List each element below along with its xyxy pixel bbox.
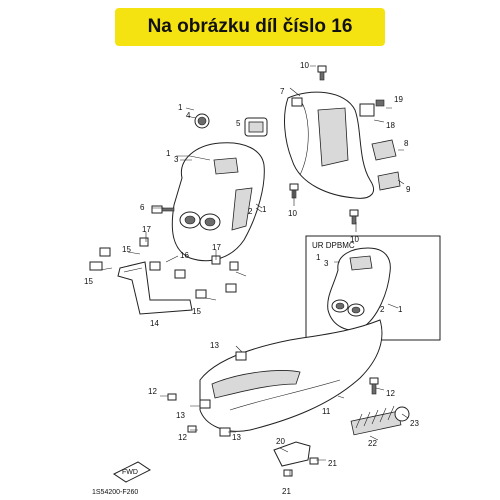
title-banner: Na obrázku díl číslo 16 [115, 8, 385, 46]
part-5-grille [244, 117, 268, 137]
screws-12 [167, 377, 379, 433]
label-6: 6 [140, 203, 145, 212]
label-5: 5 [236, 119, 241, 128]
floor-panel-11 [199, 319, 383, 432]
inner-panel [284, 91, 374, 199]
bracket-20-21 [273, 441, 319, 477]
label-12: 12 [386, 389, 395, 398]
label-17: 17 [142, 225, 151, 234]
emblem-badge [194, 113, 210, 129]
diagram-code: 1S54200-F260 [92, 489, 138, 496]
label-9: 9 [406, 185, 411, 194]
fwd-label: FWD [122, 469, 138, 476]
label-17: 17 [212, 243, 221, 252]
label-3: 3 [174, 155, 179, 164]
label-13: 13 [210, 341, 219, 350]
label-15: 15 [192, 307, 201, 316]
label-2: 2 [248, 207, 253, 216]
clip-7 [291, 97, 303, 107]
label-23: 23 [410, 419, 419, 428]
label-15: 15 [122, 245, 131, 254]
part-labels: 1 4 5 1 3 6 2 1 10 7 19 18 8 9 10 10 15 … [84, 61, 419, 496]
label-1: 1 [316, 253, 321, 262]
inset-title: UR DPBMC [312, 241, 355, 250]
label-12: 12 [148, 387, 157, 396]
label-7: 7 [280, 87, 285, 96]
label-4: 4 [186, 111, 191, 120]
screw-6 [151, 205, 175, 214]
banner-text: Na obrázku díl číslo 16 [147, 16, 353, 37]
label-1: 1 [178, 103, 183, 112]
front-cover [171, 142, 265, 262]
label-20: 20 [276, 437, 285, 446]
spring-22 [350, 405, 402, 436]
label-1: 1 [398, 305, 403, 314]
label-18: 18 [386, 121, 395, 130]
label-16: 16 [180, 251, 189, 260]
fwd-arrow-icon: FWD [113, 461, 151, 483]
label-12: 12 [178, 433, 187, 442]
label-19: 19 [394, 95, 403, 104]
reflector-8 [371, 139, 397, 161]
label-2: 2 [380, 305, 385, 314]
label-1: 1 [262, 205, 267, 214]
label-10: 10 [288, 209, 297, 218]
label-13: 13 [232, 433, 241, 442]
label-1: 1 [166, 149, 171, 158]
label-10: 10 [350, 235, 359, 244]
label-11: 11 [322, 407, 331, 416]
label-15: 15 [84, 277, 93, 286]
leader-lines [99, 65, 409, 476]
reflector-9 [377, 171, 401, 191]
label-21: 21 [282, 487, 291, 496]
label-22: 22 [368, 439, 377, 448]
fastener-18-19 [359, 99, 385, 117]
label-14: 14 [150, 319, 159, 328]
label-21: 21 [328, 459, 337, 468]
label-13: 13 [176, 411, 185, 420]
carrier-14 [117, 261, 193, 315]
label-8: 8 [404, 139, 409, 148]
label-3: 3 [324, 259, 329, 268]
label-10: 10 [300, 61, 309, 70]
